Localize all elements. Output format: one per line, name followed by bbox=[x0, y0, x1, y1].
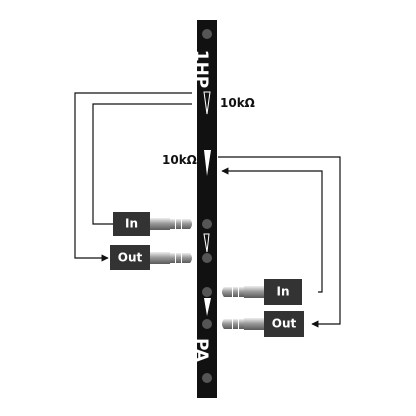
jack-hole-1 bbox=[202, 219, 212, 229]
wire-bottom-out bbox=[218, 156, 341, 328]
panel-body bbox=[197, 20, 217, 398]
jack-box bbox=[264, 279, 302, 305]
jack-right-out: Out bbox=[222, 311, 304, 337]
plug-ring-1 bbox=[239, 319, 244, 329]
plug-ring-1 bbox=[170, 219, 175, 229]
jack-label: Out bbox=[118, 251, 143, 265]
mounting-hole-bottom bbox=[202, 373, 212, 383]
wire-bottom-in bbox=[221, 167, 323, 293]
plug-ring-2 bbox=[176, 253, 181, 263]
resistor-symbol-top bbox=[203, 91, 211, 115]
plug-sleeve bbox=[150, 218, 170, 230]
plug-ring-2 bbox=[233, 319, 238, 329]
module-footer: PA bbox=[191, 338, 211, 363]
module-title: 1HP bbox=[191, 50, 211, 89]
jack-hole-2 bbox=[202, 253, 212, 263]
plug-ring-2 bbox=[233, 287, 238, 297]
jack-label: In bbox=[125, 217, 138, 231]
wires bbox=[74, 92, 341, 328]
jack-label: In bbox=[276, 285, 289, 299]
plug-sleeve bbox=[244, 286, 264, 298]
plug-tip bbox=[182, 253, 192, 263]
jack-left-out: Out bbox=[110, 245, 192, 270]
resistor-label-bottom: 10kΩ bbox=[162, 153, 197, 167]
jack-right-in: In bbox=[222, 279, 302, 305]
jack-box bbox=[264, 311, 304, 337]
mounting-hole-top bbox=[202, 29, 212, 39]
jack-label: Out bbox=[272, 317, 297, 331]
plug-tip bbox=[182, 219, 192, 229]
jack-hole-3 bbox=[202, 287, 212, 297]
resistor-symbol-middle bbox=[204, 150, 211, 176]
resistor-symbol-bottom bbox=[204, 298, 211, 316]
jack-box bbox=[110, 245, 150, 270]
plug-ring-1 bbox=[170, 253, 175, 263]
plug-tip bbox=[222, 319, 232, 329]
plug-ring-2 bbox=[176, 219, 181, 229]
wire-top-out bbox=[74, 92, 192, 262]
jack-left-in: In bbox=[113, 212, 192, 236]
plug-tip bbox=[222, 287, 232, 297]
plug-sleeve bbox=[244, 318, 264, 330]
module-panel: 1HP PA bbox=[191, 20, 217, 398]
plug-sleeve bbox=[150, 252, 170, 264]
jack-box bbox=[113, 212, 150, 236]
resistor-label-top: 10kΩ bbox=[220, 96, 255, 110]
resistor-symbol-lower bbox=[203, 233, 210, 253]
jack-hole-4 bbox=[202, 319, 212, 329]
wire-top-in bbox=[92, 103, 192, 225]
plug-ring-1 bbox=[239, 287, 244, 297]
